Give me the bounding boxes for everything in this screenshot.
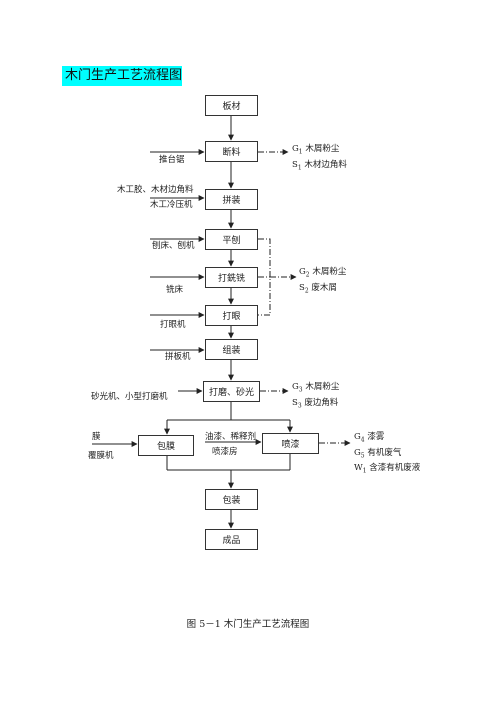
output-g1s1: G1 木屑粉尘 S1 木材边角料 bbox=[292, 143, 347, 174]
g5-label: G bbox=[354, 447, 361, 458]
g3-sub: 3 bbox=[298, 386, 303, 394]
box-damo: 打磨、砂光 bbox=[203, 381, 260, 402]
box-duanliao: 断料 bbox=[205, 141, 258, 162]
g5-text: 有机废气 bbox=[364, 447, 402, 458]
w1-label: W bbox=[354, 463, 363, 474]
box-chengpin: 成品 bbox=[205, 529, 258, 550]
box-baomo: 包膜 bbox=[138, 435, 194, 456]
w1-text: 含漆有机废液 bbox=[366, 463, 421, 474]
s2-sub: 2 bbox=[304, 287, 309, 295]
label-damo-input: 砂光机、小型打磨机 bbox=[91, 392, 168, 402]
box-baozhuang: 包装 bbox=[205, 489, 258, 510]
box-banc: 板材 bbox=[205, 95, 258, 116]
g3-text: 木屑粉尘 bbox=[302, 382, 340, 392]
label-dasuoxi-input: 铣床 bbox=[166, 285, 184, 295]
s2-text: 废木屑 bbox=[308, 282, 337, 293]
box-pingbao: 平刨 bbox=[205, 229, 258, 250]
g4-label: G bbox=[354, 432, 361, 442]
label-pinzhuang-input-1: 木工胶、木材边角料 bbox=[117, 185, 194, 195]
output-g2s2: G2 木屑粉尘 S2 废木屑 bbox=[299, 266, 346, 297]
label-baomo-input-2: 覆膜机 bbox=[88, 451, 114, 461]
s3-text: 废边角料 bbox=[301, 397, 339, 408]
box-pinzhuang: 拼装 bbox=[205, 189, 258, 210]
label-penqi-input-1: 油漆、稀释剂 bbox=[205, 432, 257, 442]
box-dasuoxi: 打銑铣 bbox=[205, 267, 258, 288]
label-pinzhuang-input-2: 木工冷压机 bbox=[150, 200, 193, 210]
box-penqi: 喷漆 bbox=[262, 433, 319, 454]
label-dayan-input: 打眼机 bbox=[160, 320, 186, 330]
g2-text: 木屑粉尘 bbox=[309, 267, 347, 277]
g1-label: G bbox=[292, 144, 299, 154]
label-penqi-input-2: 喷漆房 bbox=[212, 447, 238, 457]
s3-label: S bbox=[292, 397, 298, 408]
s2-label: S bbox=[299, 282, 305, 293]
s1-label: S bbox=[292, 159, 298, 170]
label-pingbao-input: 刨床、刨机 bbox=[152, 241, 195, 251]
s1-text: 木材边角料 bbox=[301, 159, 347, 170]
label-tuitaiju: 推台锯 bbox=[159, 155, 185, 165]
box-zuzhuang: 组装 bbox=[205, 339, 258, 360]
output-g3s3: G3 木屑粉尘 S3 废边角料 bbox=[292, 381, 339, 412]
figure-caption: 图 5－1 木门生产工艺流程图 bbox=[186, 619, 310, 630]
g4-text: 漆雾 bbox=[364, 432, 385, 442]
output-g4g5w1: G4 漆雾 G5 有机废气 W1 含漆有机废液 bbox=[354, 431, 420, 478]
w1-sub: 1 bbox=[362, 468, 367, 476]
g3-label: G bbox=[292, 382, 299, 392]
box-dayan: 打眼 bbox=[205, 305, 258, 326]
g1-sub: 1 bbox=[298, 148, 303, 156]
g5-sub: 5 bbox=[360, 452, 365, 460]
label-zuzhuang-input: 拼板机 bbox=[165, 352, 191, 362]
g1-text: 木屑粉尘 bbox=[302, 144, 340, 154]
g2-label: G bbox=[299, 267, 306, 277]
g4-sub: 4 bbox=[360, 436, 365, 444]
g2-sub: 2 bbox=[305, 271, 310, 279]
s3-sub: 3 bbox=[297, 402, 302, 410]
label-baomo-input-1: 膜 bbox=[92, 432, 101, 442]
s1-sub: 1 bbox=[297, 164, 302, 172]
diagram-title: 木门生产工艺流程图 bbox=[62, 66, 182, 86]
